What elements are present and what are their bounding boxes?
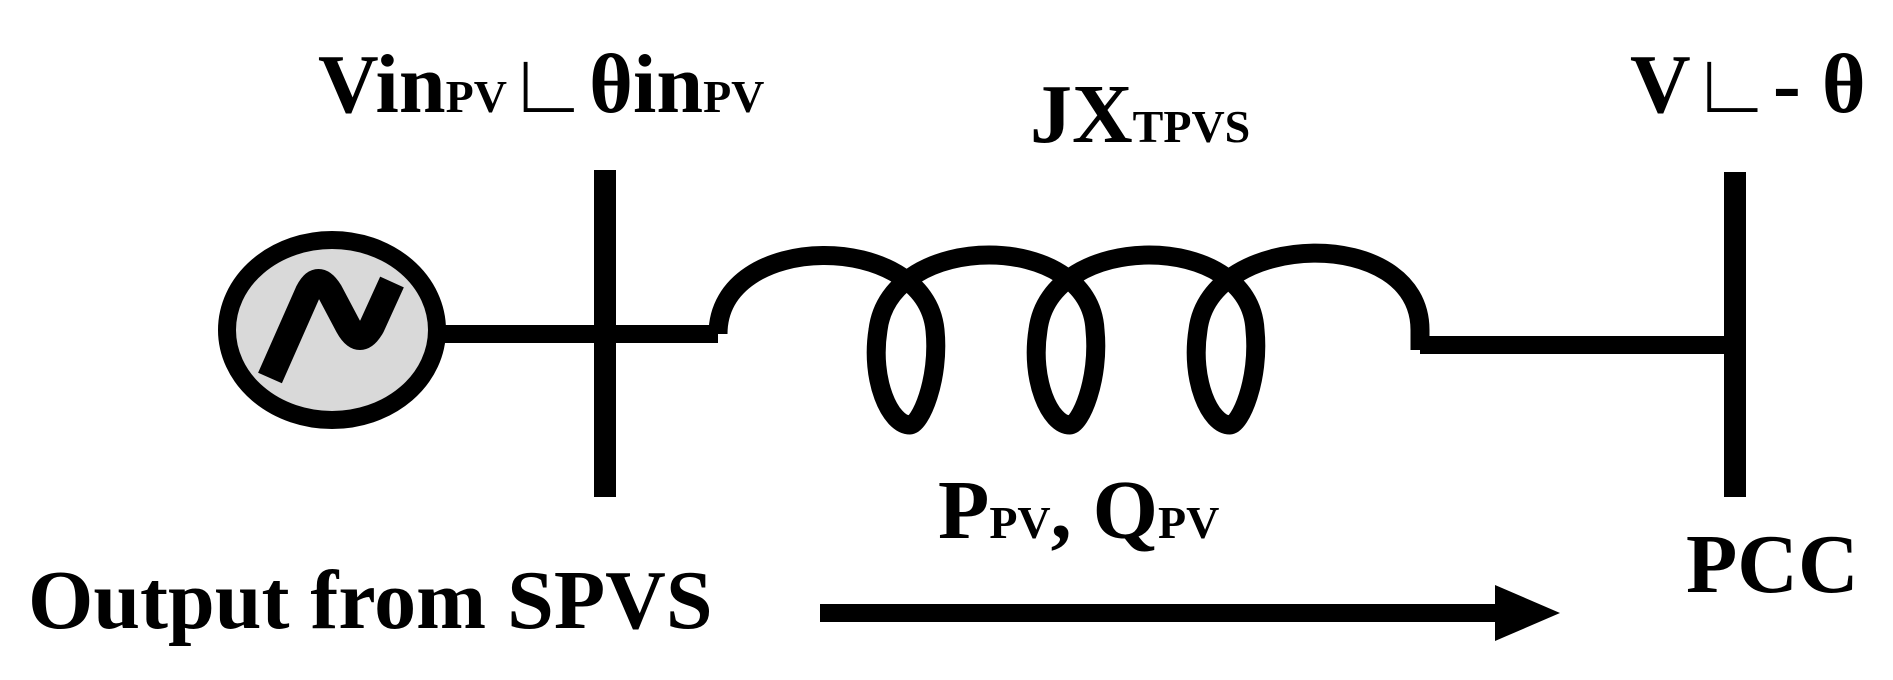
inductor-coil-icon (708, 243, 1430, 435)
pcc-voltage-label: V∟- θ (1630, 38, 1866, 131)
pcc-label: PCC (1686, 518, 1859, 611)
reactance-label: JXTPVS (1030, 68, 1250, 161)
power-flow-label: PPV, QPV (938, 464, 1219, 557)
output-label: Output from SPVS (28, 554, 713, 647)
power-flow-arrow-icon (820, 585, 1560, 641)
ac-source-icon (218, 231, 446, 429)
source-voltage-label: VinPV∟θinPV (318, 38, 764, 131)
